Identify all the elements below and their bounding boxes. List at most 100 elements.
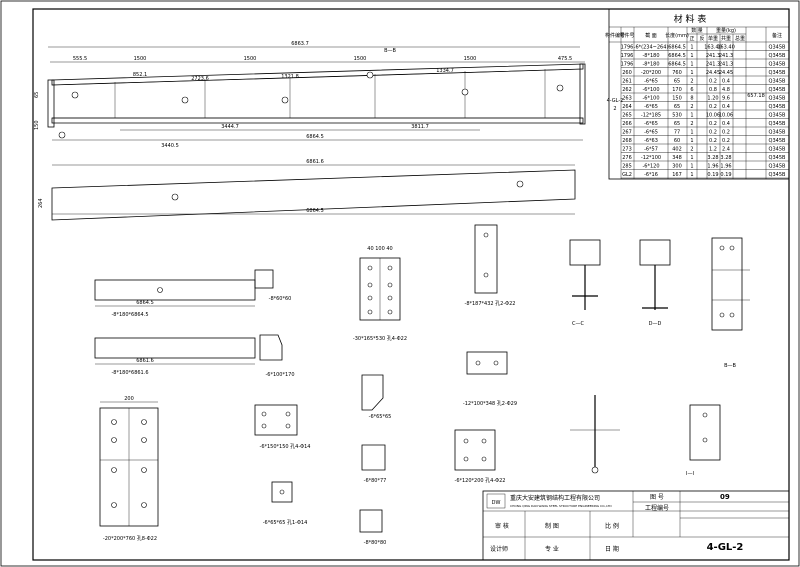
svg-text:3811.7: 3811.7 — [411, 124, 429, 130]
table-cell: 65 — [674, 121, 680, 127]
svg-text:反: 反 — [699, 35, 704, 42]
table-cell: 0.4 — [722, 79, 730, 85]
table-cell: 285 — [622, 164, 632, 170]
part-j: -12*100*348 孔2-Φ29 — [463, 351, 517, 407]
svg-text:1500: 1500 — [244, 56, 257, 62]
table-cell: 60 — [674, 138, 680, 144]
material-table: 材 料 表 构件编号 零件号 截 面 长度(mm) 数 量 重量(kg) 正 反… — [605, 8, 790, 180]
table-cell: 0.2 — [709, 138, 717, 144]
table-cell: 1 — [690, 113, 693, 119]
table-cell: -6*100 — [642, 96, 659, 102]
svg-text:制 图: 制 图 — [545, 522, 559, 530]
table-cell: Q345B — [769, 113, 786, 119]
svg-text:零件号: 零件号 — [619, 32, 634, 39]
table-cell: 0.19 — [720, 172, 731, 178]
svg-text:6864.5: 6864.5 — [306, 208, 324, 214]
svg-text:2: 2 — [613, 106, 616, 112]
svg-text:3440.5: 3440.5 — [161, 143, 179, 149]
table-cell: -12*100 — [641, 155, 661, 161]
table-cell: 0.2 — [709, 130, 717, 136]
flange-plate-2: 6861.6 -8*180*6861.6 — [94, 337, 256, 376]
table-cell: 267 — [622, 130, 632, 136]
table-cell: Q345B — [769, 45, 786, 51]
table-cell: -8*180 — [642, 62, 659, 68]
svg-text:6861.6: 6861.6 — [306, 159, 324, 165]
table-cell: 1 — [690, 138, 693, 144]
table-cell: 163.40 — [717, 45, 735, 51]
table-cell: 1796 — [621, 53, 634, 59]
table-cell: -6*100 — [642, 87, 659, 93]
detail-connection — [570, 395, 620, 474]
table-cell: Q345B — [769, 155, 786, 161]
table-cell: 241.3 — [719, 53, 733, 59]
table-cell: -6*65 — [644, 79, 658, 85]
part-f: -6*65*65 — [361, 374, 392, 420]
table-cell: 273 — [622, 147, 632, 153]
svg-text:1334.7: 1334.7 — [436, 68, 454, 74]
table-cell: 65 — [674, 79, 680, 85]
svg-text:-6*65*65 孔1-Φ14: -6*65*65 孔1-Φ14 — [263, 519, 308, 526]
table-cell: 1796 — [621, 62, 634, 68]
svg-text:D—D: D—D — [649, 321, 662, 327]
table-cell: -6*65 — [644, 121, 658, 127]
material-table-title: 材 料 表 — [674, 13, 707, 25]
svg-text:-6*100*170: -6*100*170 — [265, 372, 294, 378]
table-cell: 300 — [672, 164, 682, 170]
flange1-label: -8*180*6864.5 — [111, 312, 148, 318]
title-block: DW 重庆大安建筑钢结构工程有限公司 CHONG QING DAN WANG S… — [482, 490, 790, 561]
section-i: I—I — [686, 404, 721, 477]
table-cell: 348 — [672, 155, 682, 161]
table-cell: Q345B — [769, 62, 786, 68]
table-cell: -6*63 — [644, 138, 658, 144]
svg-text:-6*80*77: -6*80*77 — [364, 478, 387, 484]
svg-text:40 100 40: 40 100 40 — [367, 246, 392, 252]
inner-border — [32, 8, 790, 561]
table-cell: 9.6 — [722, 96, 730, 102]
table-cell: 262 — [622, 87, 632, 93]
svg-text:150: 150 — [34, 120, 40, 130]
svg-text:6864.5: 6864.5 — [306, 134, 324, 140]
end-plate: 200 -20*200*760 孔8-Φ22 — [99, 396, 159, 542]
table-cell: 4.8 — [722, 87, 730, 93]
table-cell: 24.45 — [719, 70, 733, 76]
table-cell: Q345B — [769, 130, 786, 136]
end-plate-label: -20*200*760 孔8-Φ22 — [103, 535, 157, 542]
flange2-label: -8*180*6861.6 — [111, 370, 148, 376]
company-logo — [486, 493, 506, 509]
table-cell: 6864.5 — [668, 45, 686, 51]
svg-text:-12*100*348 孔2-Φ29: -12*100*348 孔2-Φ29 — [463, 400, 517, 407]
table-cell: -6*(234~264) — [634, 45, 669, 51]
svg-text:C—C: C—C — [572, 321, 584, 327]
svg-text:重量(kg): 重量(kg) — [716, 27, 736, 34]
svg-text:3444.7: 3444.7 — [221, 124, 239, 130]
table-cell: 0.4 — [722, 104, 730, 110]
svg-text:B—B: B—B — [384, 48, 396, 54]
table-cell: 1 — [690, 53, 693, 59]
table-cell: 265 — [622, 113, 632, 119]
table-cell: Q345B — [769, 164, 786, 170]
svg-text:-6*65*65: -6*65*65 — [369, 414, 392, 420]
svg-text:264: 264 — [38, 198, 44, 208]
part-c: -6*150*150 孔4-Φ14 — [254, 404, 310, 450]
table-cell: 8 — [690, 96, 693, 102]
table-cell: 1 — [690, 155, 693, 161]
svg-text:日 期: 日 期 — [605, 545, 619, 553]
table-cell: 1 — [690, 172, 693, 178]
table-cell: 150 — [672, 96, 682, 102]
svg-text:-8*80*80: -8*80*80 — [364, 540, 387, 546]
table-cell: 0.8 — [709, 87, 717, 93]
table-cell: 1.96 — [720, 164, 731, 170]
table-cell: 266 — [622, 121, 632, 127]
table-cell: Q345B — [769, 147, 786, 153]
table-cell: 1.96 — [707, 164, 718, 170]
svg-text:65: 65 — [34, 92, 40, 98]
svg-text:设计师: 设计师 — [490, 545, 508, 553]
table-cell: 261 — [622, 79, 632, 85]
svg-text:CHONG QING DAN WANG STEEL STRU: CHONG QING DAN WANG STEEL STRUCTURE ENGI… — [510, 504, 612, 508]
table-cell: 1 — [690, 45, 693, 51]
table-cell: Q345B — [769, 79, 786, 85]
table-cell: -6*65 — [644, 130, 658, 136]
